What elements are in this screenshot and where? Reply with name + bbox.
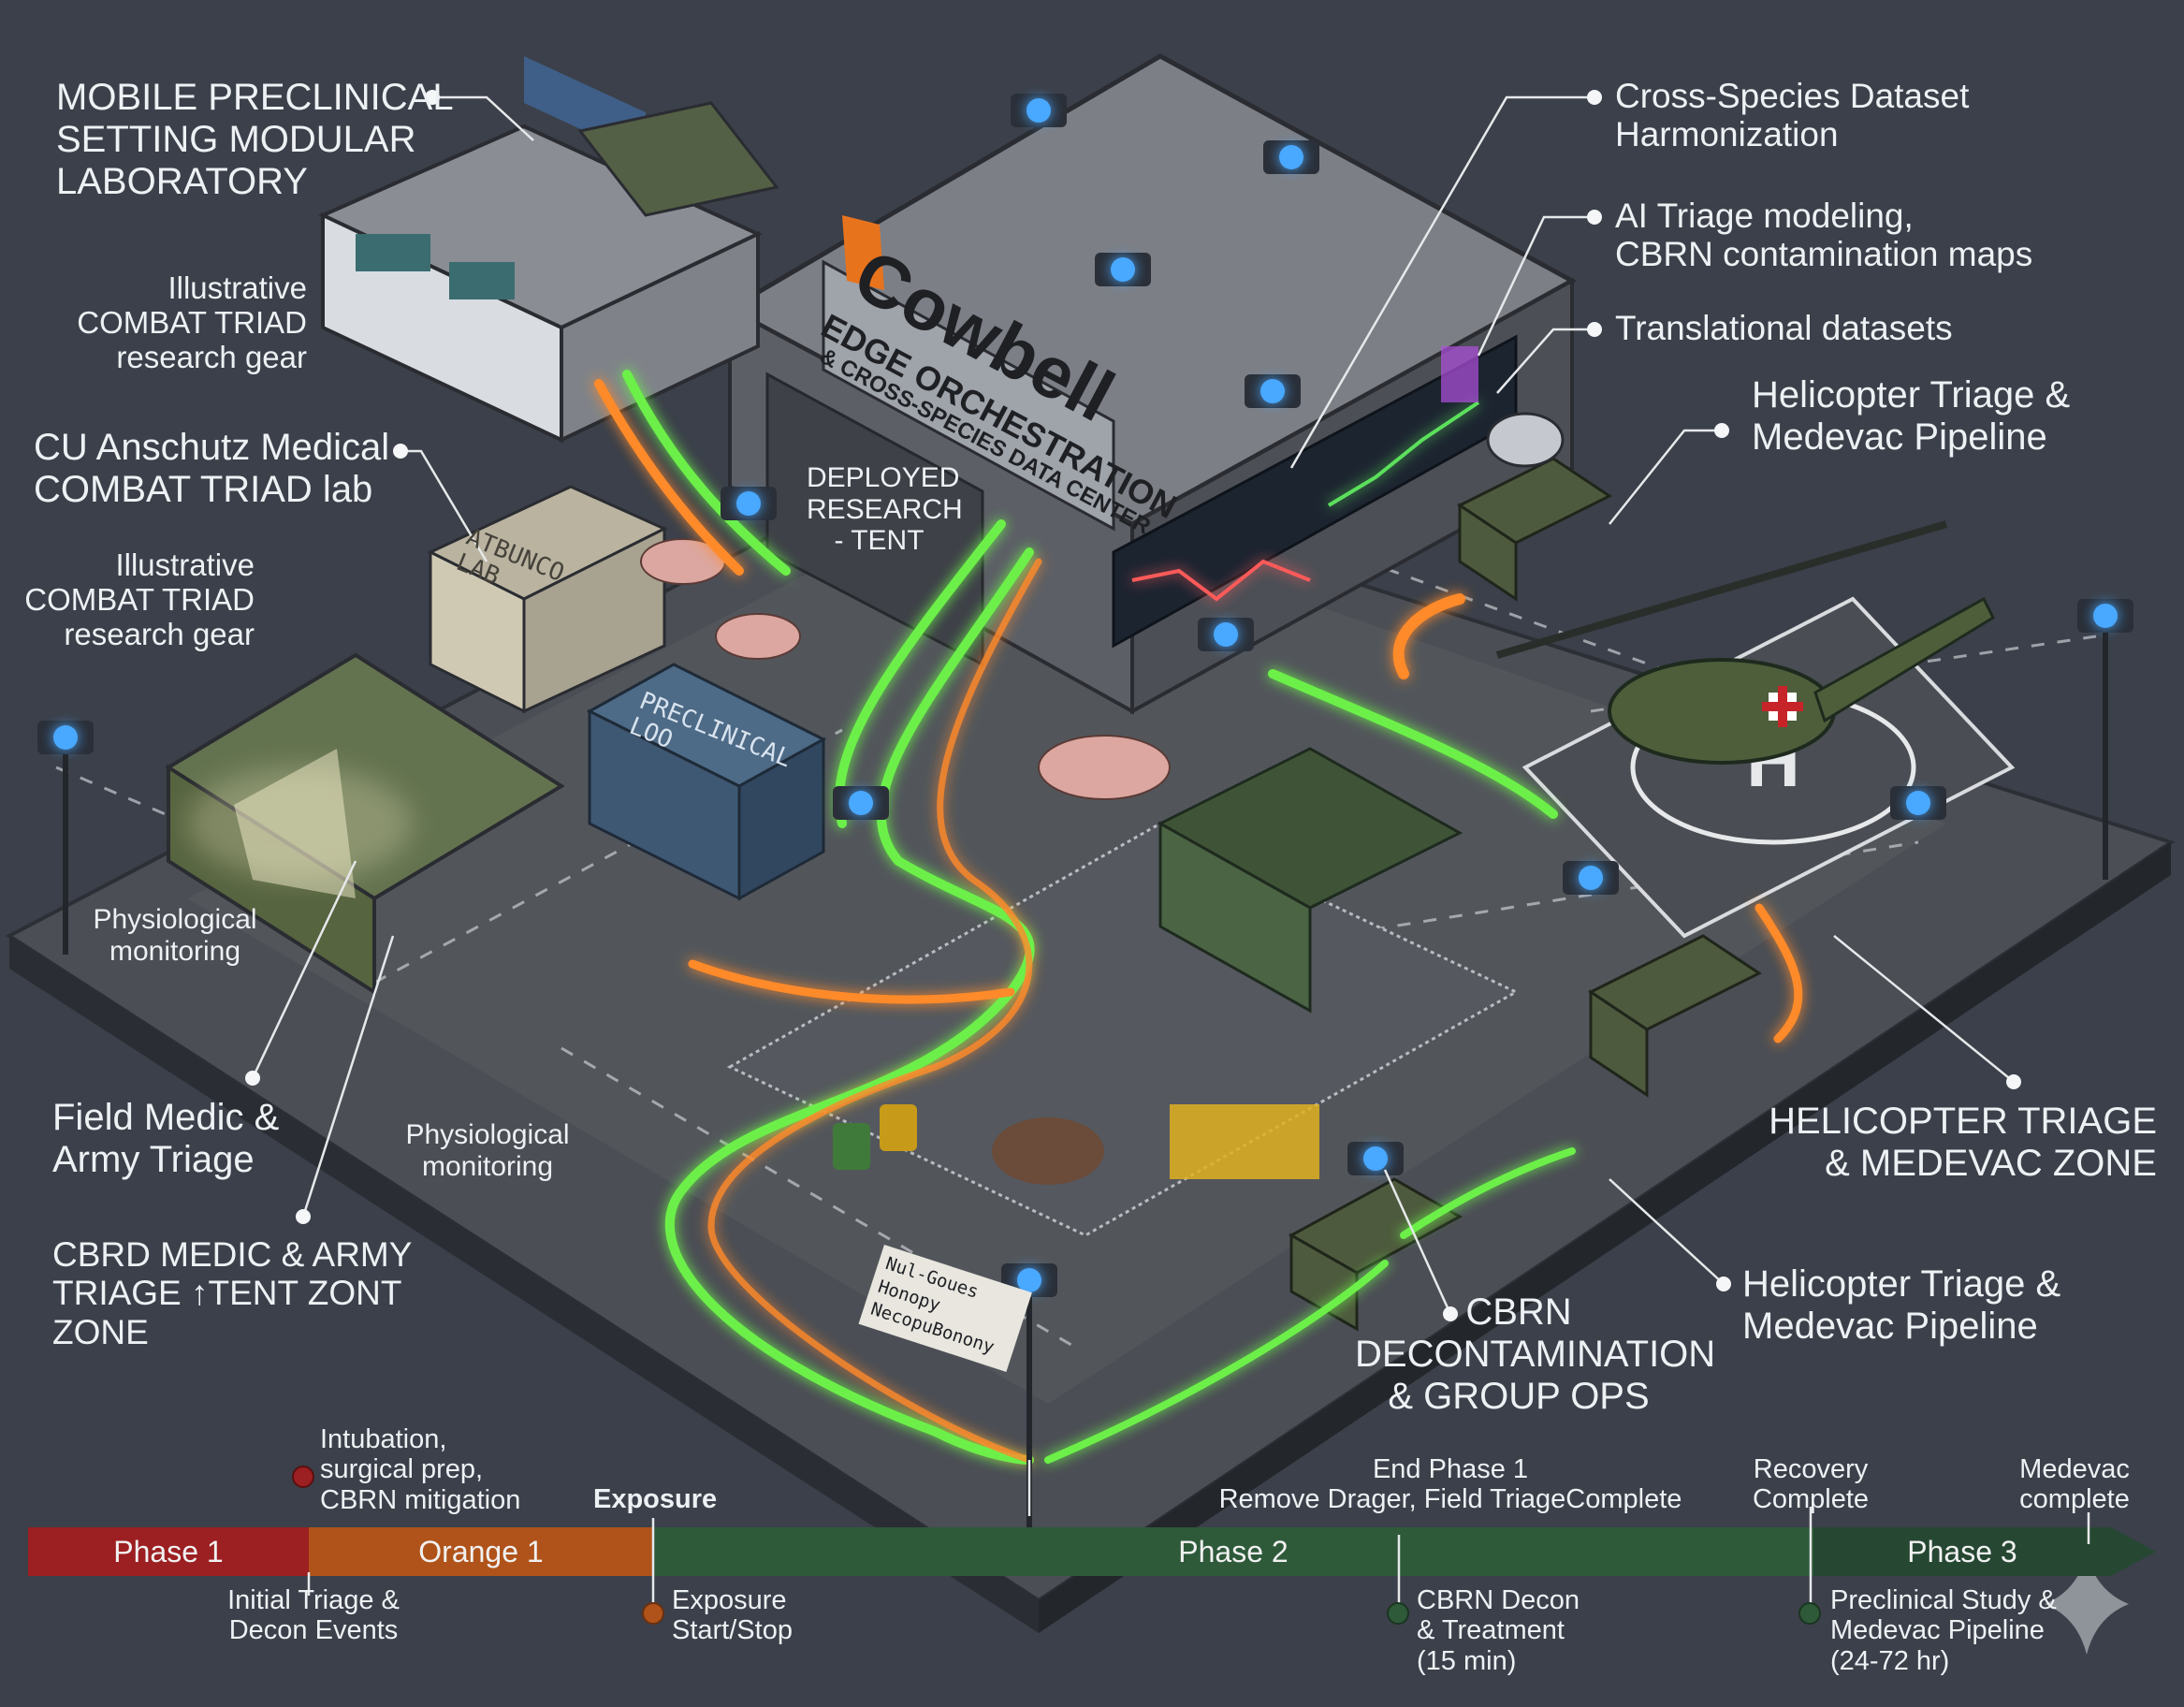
sensor-beacon-icon [833, 786, 889, 820]
decon-fence-area [726, 747, 1520, 1237]
platform-edge-left [9, 936, 1039, 1633]
timeline-arrow-head [2111, 1527, 2156, 1576]
callout-heli-pipeline-top: Helicopter Triage & Medevac Pipeline [1752, 374, 2071, 458]
timeline-phase-3: Phase 3 [1813, 1527, 2111, 1576]
callout-heli-pipeline-bottom: Helicopter Triage & Medevac Pipeline [1742, 1263, 2061, 1347]
timeline-recovery: Recovery Complete [1752, 1454, 1870, 1515]
callout-cu-anschutz: CU Anschutz Medical COMBAT TRIAD lab [34, 427, 390, 510]
timeline-intubation: Intubation, surgical prep, CBRN mitigati… [320, 1424, 521, 1515]
timeline-orange-1-label: Orange 1 [418, 1534, 544, 1568]
callout-physio-center: Physiological monitoring [405, 1119, 570, 1182]
deployed-tent-label: DEPLOYED RESEARCH - TENT [807, 462, 963, 557]
sensor-beacon-icon [1563, 861, 1619, 895]
sensor-beacon-icon [1095, 253, 1151, 286]
sensor-beacon-icon [2077, 599, 2133, 633]
timeline-marker-preclinical [1798, 1602, 1821, 1625]
timeline-phase-1: Phase 1 [28, 1527, 309, 1576]
timeline-cbrn-decon: CBRN Decon & Treatment (15 min) [1417, 1585, 1580, 1676]
callout-mobile-lab: MOBILE PRECLINICAL SETTING MODULAR LABOR… [56, 77, 454, 202]
callout-ai-triage: AI Triage modeling, CBRN contamination m… [1615, 197, 2033, 274]
timeline-exposure: Exposure [593, 1484, 718, 1514]
timeline-phase-2: Phase 2 [653, 1527, 1813, 1576]
leader-dots [245, 90, 2021, 1321]
military-trucks [1288, 457, 1762, 1332]
sensor-beacon-icon [1198, 618, 1254, 651]
leader-lines [251, 95, 2015, 1516]
preclinical-container [586, 663, 827, 901]
timeline-orange-1: Orange 1 [309, 1527, 653, 1576]
callout-physio-left: Physiological monitoring [93, 904, 257, 967]
timeline-phase-3-label: Phase 3 [1907, 1534, 2017, 1568]
animals [640, 538, 1171, 800]
callout-cbrd-zone: CBRD MEDIC & ARMY TRIAGE ↑TENT ZONT ZONE [52, 1235, 413, 1351]
sensor-beacon-icon [37, 721, 94, 754]
sensor-beacons [37, 94, 2133, 1297]
callout-heli-zone: HELICOPTER TRIAGE & MEDEVAC ZONE [1769, 1101, 2157, 1184]
mobile-lab [318, 56, 779, 444]
callout-cbrn-decon: CBRN DECONTAMINATION & GROUP OPS [1355, 1291, 1716, 1417]
callout-illustrative-gear-1: Illustrative COMBAT TRIAD research gear [77, 270, 307, 374]
timeline-end-phase-1: End Phase 1 Remove Drager, Field TriageC… [1218, 1454, 1682, 1515]
timeline-phase-1-label: Phase 1 [113, 1534, 224, 1568]
army-tent [165, 652, 565, 996]
callout-illustrative-gear-2: Illustrative COMBAT TRIAD research gear [24, 547, 255, 651]
helipad: H [1495, 520, 2016, 939]
satellite-dish-icon [1486, 412, 1565, 468]
platform-edge-right [1039, 842, 2171, 1633]
timeline-preclinical: Preclinical Study & Medevac Pipeline (24… [1830, 1585, 2057, 1676]
data-center-building [724, 53, 1578, 715]
callout-translational: Translational datasets [1615, 309, 1953, 347]
timeline-medevac: Medevac complete [2019, 1454, 2130, 1515]
timeline-phase-2-label: Phase 2 [1178, 1534, 1289, 1568]
timeline-marker-intubation [292, 1466, 314, 1488]
timeline-marker-cbrn-decon [1387, 1602, 1409, 1625]
sparkle-watermark-icon [2045, 1554, 2129, 1655]
sensor-beacon-icon [1263, 140, 1319, 174]
callout-cross-species: Cross-Species Dataset Harmonization [1615, 77, 1970, 154]
timeline-marker-exposure [642, 1602, 664, 1625]
sensor-beacon-icon [1890, 786, 1946, 820]
timeline-exposure-startstop: Exposure Start/Stop [672, 1585, 793, 1646]
sensor-beacon-icon [721, 487, 777, 520]
sensor-beacon-icon [1245, 374, 1301, 408]
timeline-initial-triage: Initial Triage & Decon Events [227, 1585, 400, 1646]
sensor-beacon-icon [1011, 94, 1067, 127]
lab-shack [427, 485, 668, 714]
sensor-beacon-icon [1347, 1142, 1404, 1175]
callout-field-medic: Field Medic & Army Triage [52, 1097, 280, 1180]
